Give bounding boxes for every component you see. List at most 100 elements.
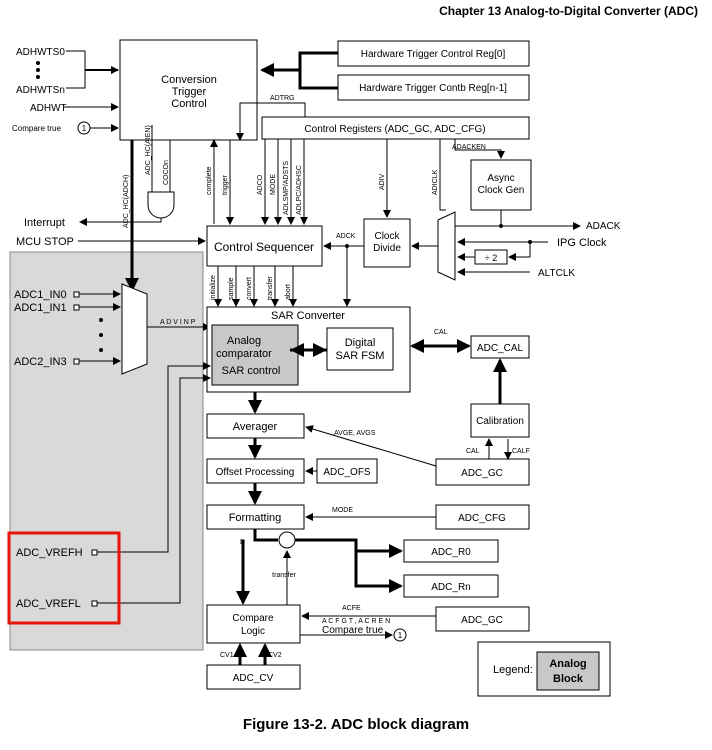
cv1-label: CV1 bbox=[220, 652, 234, 659]
cocon-label: COCOn bbox=[163, 160, 170, 185]
adc-gc-block bbox=[435, 458, 530, 486]
clock-divide-label-1: Clock bbox=[374, 231, 400, 242]
adc-r0-label: ADC_R0 bbox=[431, 547, 471, 558]
acfgt-acren-label: A C F G T , A C R E N bbox=[322, 618, 390, 625]
adck-label: ADCK bbox=[336, 233, 356, 240]
legend-item-label-2: Block bbox=[553, 673, 584, 685]
hw-trigger-reg-n-label: Hardware Trigger Contb Reg[n-1] bbox=[359, 83, 507, 94]
adc-cv-block bbox=[206, 664, 301, 690]
averager-block bbox=[206, 413, 305, 439]
formatting-block bbox=[206, 504, 305, 530]
async-clock-gen-block bbox=[470, 159, 532, 211]
control-registers-block bbox=[261, 116, 530, 140]
adhwtsn-label: ADHWTSn bbox=[16, 85, 65, 96]
interrupt-label: Interrupt bbox=[24, 217, 65, 229]
conversion-trigger-control-block bbox=[119, 39, 258, 141]
mode2-label: MODE bbox=[332, 507, 353, 514]
conversion-trigger-label-1: Conversion bbox=[161, 74, 217, 86]
conversion-trigger-label-3: Control bbox=[171, 98, 206, 110]
analog-comparator-label-3: SAR control bbox=[222, 365, 281, 377]
adc1-in1-label: ADC1_IN1 bbox=[14, 302, 67, 314]
compare-ref-label: 1 bbox=[82, 124, 87, 133]
analog-comparator-block bbox=[211, 324, 299, 386]
transfer-switch-circle bbox=[278, 531, 296, 549]
figure-caption: Figure 13-2. ADC block diagram bbox=[242, 716, 470, 733]
adc-cv-label: ADC_CV bbox=[233, 673, 274, 684]
adc-cfg-label: ADC_CFG bbox=[458, 513, 506, 524]
adc1-in0-label: ADC1_IN0 bbox=[14, 289, 67, 301]
adlsmp-adsts-label: ADLSMP/ADSTS bbox=[283, 161, 290, 215]
offset-processing-block bbox=[206, 458, 305, 484]
conversion-trigger-label-2: Trigger bbox=[172, 86, 207, 98]
and-gate bbox=[147, 191, 175, 219]
compare-output-ref-circle bbox=[393, 628, 407, 642]
avge-avgs-label: AVGE, AVGS bbox=[334, 430, 376, 437]
adc-vrefh-label: ADC_VREFH bbox=[16, 547, 83, 559]
adc-cfg-block bbox=[435, 504, 530, 530]
adc-rn-label: ADC_Rn bbox=[431, 582, 470, 593]
adiclk-label: ADICLK bbox=[432, 169, 439, 195]
diagram-canvas: Conversion Trigger Control Hardware Trig… bbox=[7, 39, 621, 697]
adc-rn-block bbox=[403, 574, 499, 598]
chapter-header: Chapter 13 Analog-to-Digital Converter (… bbox=[439, 4, 698, 18]
analog-comparator-label-1: Analog bbox=[227, 335, 261, 347]
cv2-label: CV2 bbox=[268, 652, 282, 659]
altclk-label: ALTCLK bbox=[538, 268, 575, 279]
analog-input-mux bbox=[121, 283, 148, 375]
adhwts0-label: ADHWTS0 bbox=[16, 47, 65, 58]
compare-logic-block bbox=[206, 604, 301, 644]
adc-r0-block bbox=[403, 539, 499, 563]
vref-highlight-box bbox=[7, 531, 121, 625]
mcu-stop-label: MCU STOP bbox=[16, 236, 74, 248]
adc-hc-aien-label: ADC_HC(AIEN) bbox=[145, 125, 152, 175]
adack-label: ADACK bbox=[586, 221, 621, 232]
formatting-label: Formatting bbox=[229, 512, 282, 524]
hw-trigger-reg-0-label: Hardware Trigger Control Reg[0] bbox=[361, 49, 506, 60]
calibration-block bbox=[470, 403, 530, 438]
legend-label: Legend: bbox=[493, 664, 533, 676]
complete-label: complete bbox=[206, 166, 213, 195]
compare-true-output-label: Compare true bbox=[322, 625, 384, 636]
compare-logic-label-2: Logic bbox=[241, 626, 265, 637]
control-registers-label: Control Registers (ADC_GC, ADC_CFG) bbox=[304, 124, 485, 135]
acfe-label: ACFE bbox=[342, 605, 361, 612]
compare-logic-label-1: Compare bbox=[232, 613, 274, 624]
sample-label: sample bbox=[228, 277, 235, 300]
adc-cal-label: ADC_CAL bbox=[477, 343, 524, 354]
adc-ofs-label: ADC_OFS bbox=[323, 467, 371, 478]
hw-trigger-reg-0-block bbox=[337, 40, 530, 67]
div2-label: ÷ 2 bbox=[485, 253, 497, 263]
sar-converter-label: SAR Converter bbox=[271, 310, 345, 322]
adiv-label: ADIV bbox=[379, 173, 386, 190]
adco-label: ADCO bbox=[257, 174, 264, 195]
legend-item-label-1: Analog bbox=[549, 658, 586, 670]
clock-divide-block bbox=[363, 218, 411, 268]
transfer2-label: transfer bbox=[272, 572, 296, 579]
cal-label: CAL bbox=[434, 329, 448, 336]
adc-hc-adch-label: ADC_HC(ADCH) bbox=[123, 175, 130, 228]
clock-divide-label-2: Divide bbox=[373, 243, 401, 254]
ipg-clock-label: IPG Clock bbox=[557, 237, 607, 249]
calibration-label: Calibration bbox=[476, 416, 524, 427]
control-sequencer-label: Control Sequencer bbox=[214, 240, 314, 254]
adc-gc2-block bbox=[435, 606, 530, 632]
compare-output-ref-label: 1 bbox=[398, 631, 403, 640]
averager-label: Averager bbox=[233, 421, 278, 433]
control-sequencer-block bbox=[206, 225, 323, 267]
digital-sar-block bbox=[326, 327, 394, 371]
analog-region bbox=[9, 251, 204, 651]
adtrg-label: ADTRG bbox=[270, 95, 295, 102]
mode-label: MODE bbox=[270, 174, 277, 195]
calf-label: CALF bbox=[512, 448, 530, 455]
adc2-in3-label: ADC2_IN3 bbox=[14, 356, 67, 368]
adc-gc2-label: ADC_GC bbox=[461, 615, 503, 626]
adlpc-adhsc-label: ADLPC/ADHSC bbox=[296, 165, 303, 215]
digital-sar-label-2: SAR FSM bbox=[336, 350, 385, 362]
offset-processing-label: Offset Processing bbox=[216, 467, 295, 478]
advinp-label: A D V I N P bbox=[160, 319, 196, 326]
async-clock-label-1: Async bbox=[487, 173, 514, 184]
abort-label: abort bbox=[285, 284, 292, 300]
initialize-label: initialize bbox=[210, 275, 217, 300]
transfer-label: transfer bbox=[267, 276, 274, 300]
